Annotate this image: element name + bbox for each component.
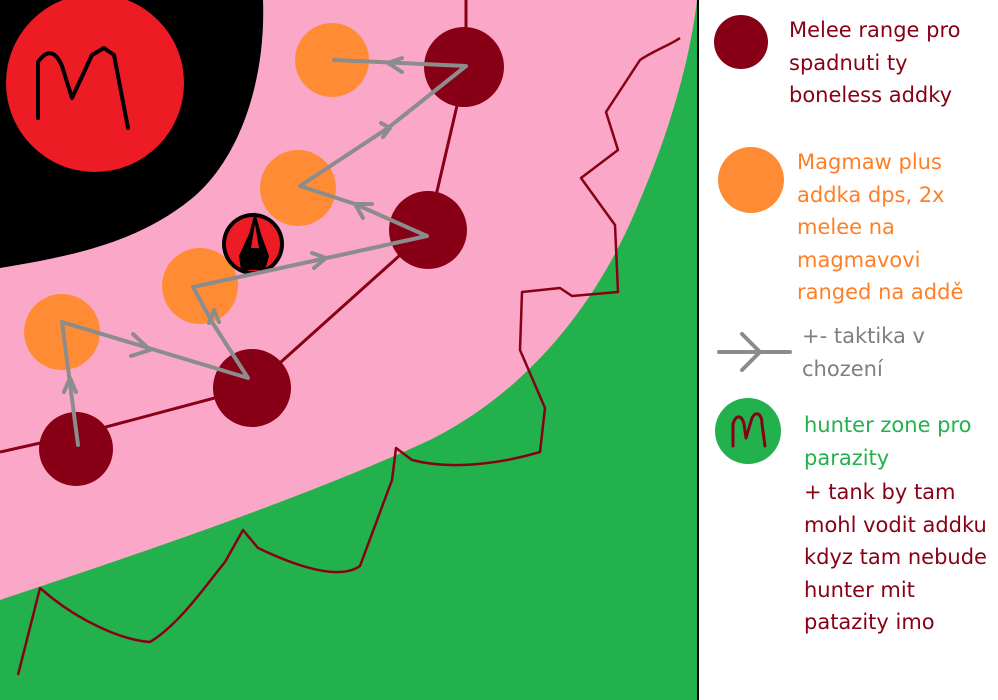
legend-movement-text: +- taktika v chození bbox=[802, 324, 925, 381]
legend-ranged-text: Magmaw plus addka dps, 2x melee na magma… bbox=[797, 150, 964, 304]
legend-melee-icon bbox=[714, 15, 768, 69]
arrow-icon bbox=[717, 332, 792, 372]
melee-position bbox=[213, 349, 291, 427]
legend-ranged-icon bbox=[718, 147, 784, 213]
legend-tank-text: + tank by tam mohl vodit addku kdyz tam … bbox=[804, 480, 987, 634]
melee-position bbox=[389, 191, 467, 269]
legend-hunter-text: hunter zone pro parazity bbox=[804, 413, 972, 470]
green-zone-outline bbox=[16, 36, 681, 676]
movement-path bbox=[60, 58, 468, 447]
ranged-position bbox=[260, 150, 336, 226]
legend-hunter-icon bbox=[715, 398, 781, 464]
boss-marker bbox=[6, 0, 184, 172]
legend-melee-text: Melee range pro spadnuti ty boneless add… bbox=[789, 18, 961, 107]
boss-letter-m bbox=[36, 46, 130, 130]
melee-position bbox=[39, 412, 113, 486]
magmaw-eye-icon bbox=[222, 212, 284, 275]
movement-arrowheads bbox=[62, 56, 404, 394]
